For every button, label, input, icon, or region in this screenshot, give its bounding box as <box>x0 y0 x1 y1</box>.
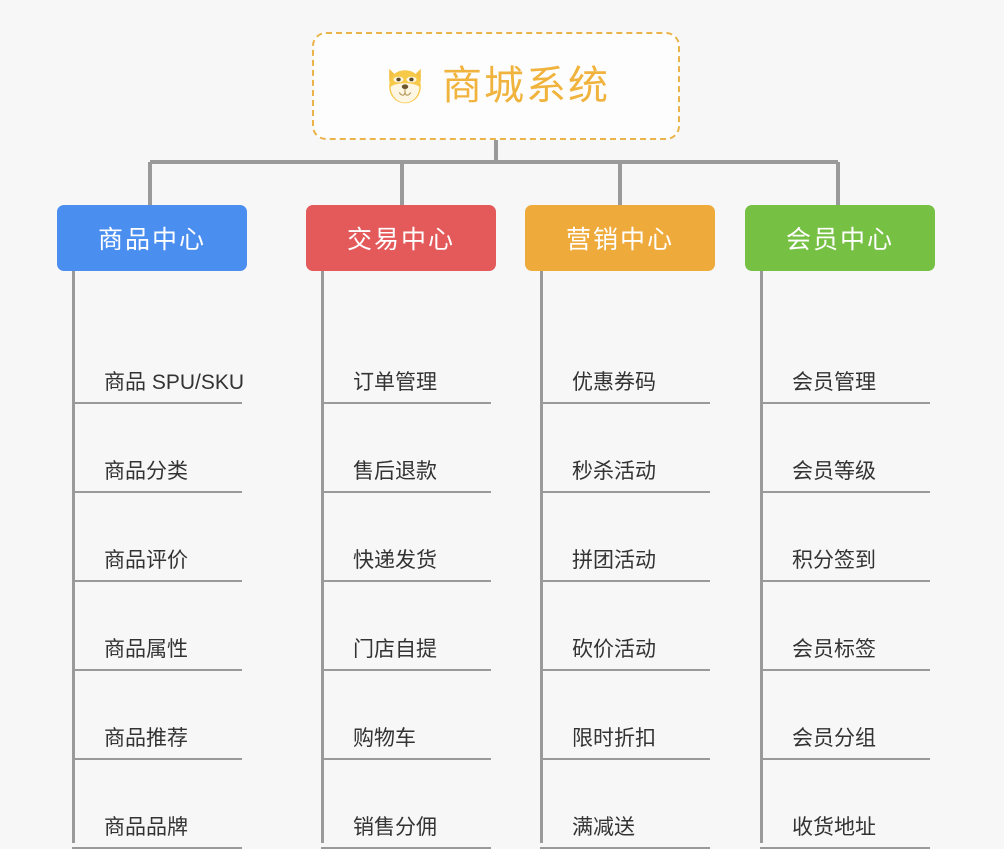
branch-header-trade-center[interactable]: 交易中心 <box>306 205 496 271</box>
branch-item[interactable]: 积分签到 <box>760 493 930 582</box>
branch-item[interactable]: 商品推荐 <box>72 671 242 760</box>
branch-item[interactable]: 商品 SPU/SKU <box>72 271 245 404</box>
branch-item[interactable]: 会员等级 <box>760 404 930 493</box>
branch-item[interactable]: 优惠券码 <box>540 271 710 404</box>
branch-item[interactable]: 限时折扣 <box>540 671 710 760</box>
branch-item-list-product-center: 商品 SPU/SKU 商品分类 商品评价 商品属性 商品推荐 商品品牌 <box>57 271 247 849</box>
branch-item-label: 会员分组 <box>792 726 876 750</box>
branch-item[interactable]: 售后退款 <box>321 404 491 493</box>
branch-item-label: 限时折扣 <box>572 726 656 750</box>
branch-member-center: 会员中心 会员管理 会员等级 积分签到 会员标签 会员分组 收货地址 <box>745 205 935 849</box>
branch-item-label: 订单管理 <box>353 370 437 394</box>
branch-item-list-marketing-center: 优惠券码 秒杀活动 拼团活动 砍价活动 限时折扣 满减送 <box>525 271 715 849</box>
branch-header-marketing-center[interactable]: 营销中心 <box>525 205 715 271</box>
root-node[interactable]: 商城系统 <box>312 32 680 140</box>
branch-trade-center: 交易中心 订单管理 售后退款 快递发货 门店自提 购物车 销售分佣 <box>306 205 496 849</box>
branch-item-label: 快递发货 <box>353 548 437 572</box>
branch-item-label: 秒杀活动 <box>572 459 656 483</box>
branch-item-label: 积分签到 <box>792 548 876 572</box>
branch-item-label: 拼团活动 <box>572 548 656 572</box>
branch-item[interactable]: 商品属性 <box>72 582 242 671</box>
branch-item-label: 商品推荐 <box>104 726 188 750</box>
branch-item-label: 优惠券码 <box>572 370 656 394</box>
branch-item[interactable]: 销售分佣 <box>321 760 491 849</box>
branch-item[interactable]: 订单管理 <box>321 271 491 404</box>
shiba-dog-icon <box>389 68 421 104</box>
branch-item-label: 门店自提 <box>353 637 437 661</box>
branch-item-label: 售后退款 <box>353 459 437 483</box>
branch-item-label: 会员等级 <box>792 459 876 483</box>
branch-item[interactable]: 满减送 <box>540 760 710 849</box>
branch-item[interactable]: 会员标签 <box>760 582 930 671</box>
branch-item-label: 砍价活动 <box>572 637 656 661</box>
branch-item[interactable]: 拼团活动 <box>540 493 710 582</box>
branch-item[interactable]: 商品分类 <box>72 404 242 493</box>
root-title: 商城系统 <box>442 64 610 108</box>
branch-item[interactable]: 快递发货 <box>321 493 491 582</box>
branch-item[interactable]: 商品品牌 <box>72 760 242 849</box>
branch-item-label: 收货地址 <box>792 815 876 839</box>
branch-header-label: 商品中心 <box>97 226 206 254</box>
branch-product-center: 商品中心 商品 SPU/SKU 商品分类 商品评价 商品属性 商品推荐 商品品牌 <box>57 205 247 849</box>
branch-header-product-center[interactable]: 商品中心 <box>57 205 247 271</box>
branch-item[interactable]: 砍价活动 <box>540 582 710 671</box>
branch-item[interactable]: 会员管理 <box>760 271 930 404</box>
branch-item-label: 商品品牌 <box>104 815 188 839</box>
branch-item[interactable]: 秒杀活动 <box>540 404 710 493</box>
branch-item[interactable]: 商品评价 <box>72 493 242 582</box>
branch-item-label: 商品 SPU/SKU <box>104 370 245 394</box>
branch-item-list-member-center: 会员管理 会员等级 积分签到 会员标签 会员分组 收货地址 <box>745 271 935 849</box>
branch-item-label: 购物车 <box>353 726 416 750</box>
branch-header-label: 交易中心 <box>346 226 455 254</box>
branch-item[interactable]: 收货地址 <box>760 760 930 849</box>
branch-item-label: 商品属性 <box>104 637 188 661</box>
branch-item-label: 商品分类 <box>104 459 188 483</box>
branch-marketing-center: 营销中心 优惠券码 秒杀活动 拼团活动 砍价活动 限时折扣 满减送 <box>525 205 715 849</box>
branch-header-label: 会员中心 <box>785 226 894 254</box>
branch-item-list-trade-center: 订单管理 售后退款 快递发货 门店自提 购物车 销售分佣 <box>306 271 496 849</box>
branch-header-label: 营销中心 <box>565 226 674 254</box>
branch-item-label: 销售分佣 <box>353 815 437 839</box>
branch-item-label: 会员管理 <box>792 370 876 394</box>
branch-header-member-center[interactable]: 会员中心 <box>745 205 935 271</box>
branch-item[interactable]: 门店自提 <box>321 582 491 671</box>
branch-item-label: 满减送 <box>572 815 635 839</box>
branch-item-label: 会员标签 <box>792 637 876 661</box>
branch-item[interactable]: 会员分组 <box>760 671 930 760</box>
branch-item-label: 商品评价 <box>104 548 188 572</box>
branch-item[interactable]: 购物车 <box>321 671 491 760</box>
